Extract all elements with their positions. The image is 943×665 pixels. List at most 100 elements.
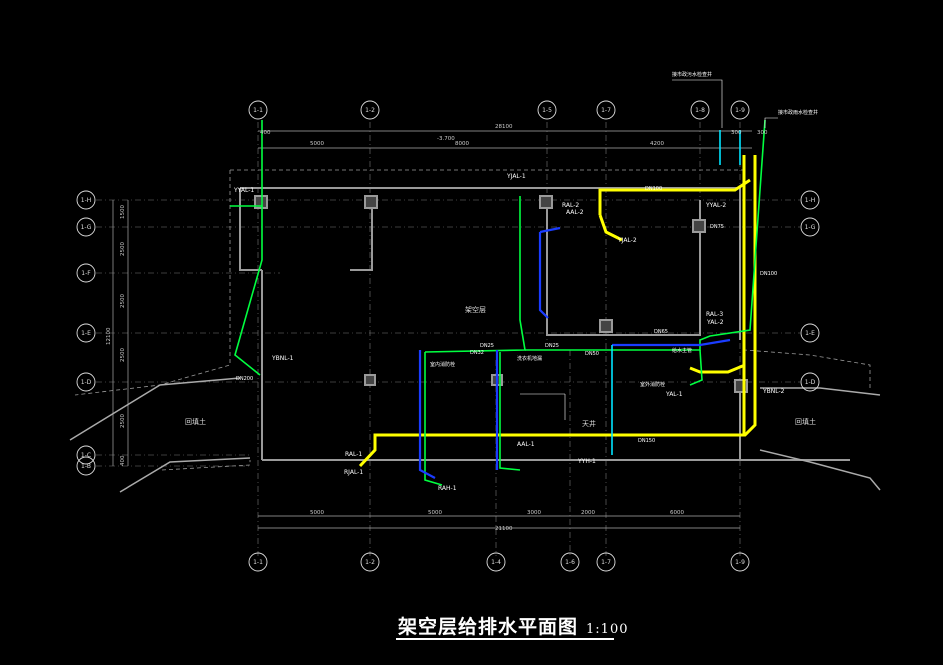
dim-top-mid: 8000 (455, 141, 469, 147)
dia-dn65: DN65 (654, 329, 668, 335)
pipe-tags: YYAL-1 YYAL-2 YBNL-1 YBNL-2 RAL-1 RAL-2 … (233, 173, 785, 492)
top-axis-1-label: 1-2 (365, 107, 375, 114)
tag-aal-2: AAL-2 (566, 209, 584, 216)
note-fire-indoor: 室内消防栓 (430, 361, 455, 368)
right-axis-bubbles: 1-H1-G1-E1-D (800, 190, 820, 392)
note-main: 给水主管 (672, 347, 692, 354)
dim-bottom-1: 5000 (310, 510, 324, 516)
dia-dn25-b: DN25 (545, 343, 559, 349)
dia-dn75: DN75 (710, 224, 724, 230)
tag-ral-1: RAL-1 (345, 451, 362, 458)
bottom-axis-5-label: 1-9 (735, 559, 745, 566)
yellow-drain-pipes (358, 155, 757, 468)
left-axis-1-circle (76, 217, 96, 237)
tag-yal-1: YAL-1 (665, 391, 683, 398)
tag-ral-2: RAL-2 (562, 202, 579, 209)
left-axis-4-label: 1-D (81, 379, 92, 386)
left-axis-6-label: 1-B (81, 463, 91, 470)
right-axis-0-circle (800, 190, 820, 210)
dia-dn32: DN32 (470, 350, 484, 356)
dim-left-total: 12100 (106, 327, 112, 345)
bottom-axis-5-circle (730, 552, 750, 572)
tag-ybnl-2: YBNL-2 (762, 388, 785, 395)
top-axis-3-label: 1-7 (601, 107, 611, 114)
bottom-axis-2-label: 1-4 (491, 559, 501, 566)
dim-top-r1: 300 (731, 130, 742, 136)
walls (239, 187, 850, 461)
bottom-axis-2-circle (486, 552, 506, 572)
dim-top-left: 5000 (310, 141, 324, 147)
dim-bottom-5: 6000 (670, 510, 684, 516)
top-axis-4-circle (690, 100, 710, 120)
dim-bottom-4: 2000 (581, 510, 595, 516)
bottom-axis-1-label: 1-2 (365, 559, 375, 566)
note-laundry: 洗衣机地漏 (517, 355, 542, 362)
dim-top-r2: 300 (757, 130, 768, 136)
dim-left-0: 1500 (120, 205, 126, 219)
bottom-axis-4-circle (596, 552, 616, 572)
left-axis-4-circle (76, 372, 96, 392)
dim-left-2: 2500 (120, 294, 126, 308)
right-axis-0-label: 1-H (805, 197, 816, 204)
left-axis-2-label: 1-F (81, 270, 91, 277)
top-axis-2-circle (537, 100, 557, 120)
blue-pipes (418, 226, 731, 479)
tag-rjal-1: RJAL-1 (344, 469, 363, 476)
tag-yal-2: YAL-2 (706, 319, 724, 326)
left-axis-6-circle (76, 456, 96, 476)
left-dimension-texts: 1500 2500 2500 2500 2500 400 12100 (106, 205, 126, 466)
tag-aal-1: AAL-1 (517, 441, 535, 448)
bottom-axis-0-circle (248, 552, 268, 572)
room-main: 架空层 (465, 305, 486, 314)
dia-dn100-right: DN100 (760, 271, 777, 277)
dimension-texts: 28100 5000 8000 4200 400 300 300 5000 50… (260, 124, 768, 532)
right-axis-1-label: 1-G (805, 224, 816, 231)
bottom-axis-1-circle (360, 552, 380, 572)
top-axis-0-label: 1-1 (253, 107, 263, 114)
left-axis-0-label: 1-H (81, 197, 92, 204)
dia-dn100-top: DN100 (645, 186, 662, 192)
bottom-axis-3-circle (560, 552, 580, 572)
title-underline (396, 638, 614, 640)
dim-left-1: 2500 (120, 242, 126, 256)
dim-bottom-total: 21100 (495, 526, 513, 532)
left-axis-bubbles: 1-H1-G1-F1-E1-D1-C1-B (76, 190, 96, 476)
tag-yyal-1: YYAL-1 (233, 187, 254, 194)
tag-yyh-1: YYH-1 (577, 458, 596, 465)
top-axis-5-label: 1-9 (735, 107, 745, 114)
room-well: 天井 (582, 419, 596, 428)
tag-yyal-2: YYAL-2 (705, 202, 726, 209)
room-right-soil: 回填土 (795, 417, 816, 426)
dim-left-4: 2500 (120, 414, 126, 428)
note-sewer: 接市政污水检查井 (672, 71, 712, 78)
leader-lines (520, 79, 778, 420)
top-axis-4-label: 1-8 (695, 107, 705, 114)
green-supply-pipes (230, 119, 766, 486)
top-axis-1-circle (360, 100, 380, 120)
room-left-soil: 回填土 (185, 417, 206, 426)
outer-boundary (74, 169, 871, 471)
dimension-lines (112, 130, 752, 529)
top-axis-2-label: 1-5 (542, 107, 552, 114)
left-axis-5-label: 1-C (81, 452, 91, 459)
dia-dn200: DN200 (236, 376, 253, 382)
left-axis-2-circle (76, 263, 96, 283)
bottom-axis-0-label: 1-1 (253, 559, 263, 566)
dia-dn50: DN50 (585, 351, 599, 357)
left-axis-5-circle (76, 445, 96, 465)
top-axis-0-circle (248, 100, 268, 120)
note-texts: 接市政污水检查井 接市政雨水检查井 室外消防栓 室内消防栓 洗衣机地漏 给水主管 (430, 71, 818, 388)
top-axis-3-circle (596, 100, 616, 120)
dim-top-total: 28100 (495, 124, 513, 130)
elevation-label: -3.700 (437, 136, 455, 142)
bottom-axis-3-label: 1-6 (565, 559, 575, 566)
tag-rah-1: RAH-1 (438, 485, 457, 492)
tag-ybnl-1: YBNL-1 (271, 355, 294, 362)
left-axis-3-circle (76, 323, 96, 343)
note-fire-outdoor: 室外消防栓 (640, 381, 665, 388)
tag-yjal-2: YJAL-2 (617, 237, 637, 244)
